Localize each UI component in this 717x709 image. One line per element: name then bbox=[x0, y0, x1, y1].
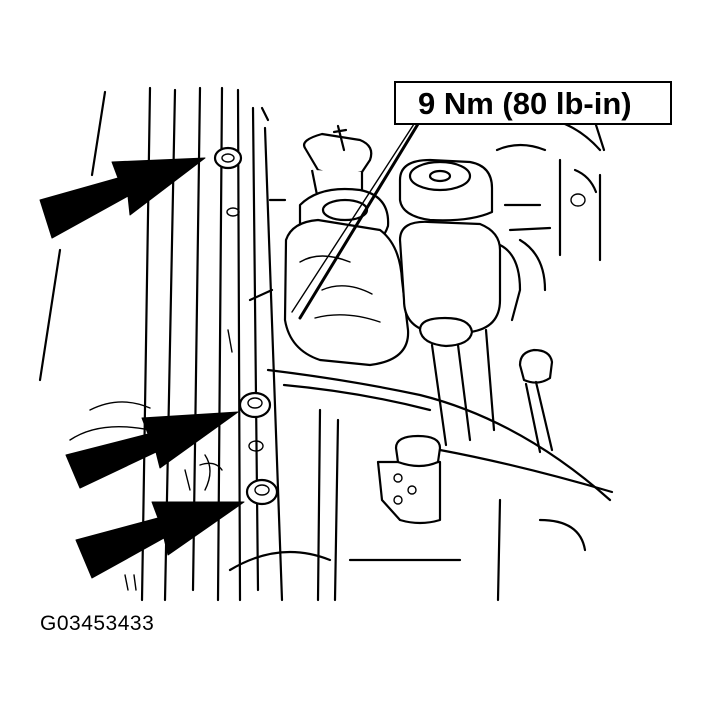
figure-identifier: G03453433 bbox=[40, 612, 155, 635]
middle-fastener-arrow-icon bbox=[65, 411, 239, 489]
torque-callout: 9 Nm (80 lb-in) bbox=[394, 81, 672, 125]
fastener-nut-middle bbox=[238, 391, 272, 419]
fastener-nut-upper bbox=[213, 146, 243, 170]
panel-hole-upper bbox=[226, 207, 240, 217]
callout-leader-line bbox=[298, 122, 420, 320]
fastener-nut-lower bbox=[245, 478, 279, 506]
panel-hole-lower bbox=[248, 440, 264, 452]
brake-reservoir-assembly bbox=[283, 98, 606, 454]
lower-fastener-arrow-icon bbox=[75, 501, 245, 579]
upper-fastener-arrow-icon bbox=[39, 157, 206, 239]
lower-bracket bbox=[228, 198, 614, 602]
torque-callout-label: 9 Nm (80 lb-in) bbox=[418, 86, 632, 121]
